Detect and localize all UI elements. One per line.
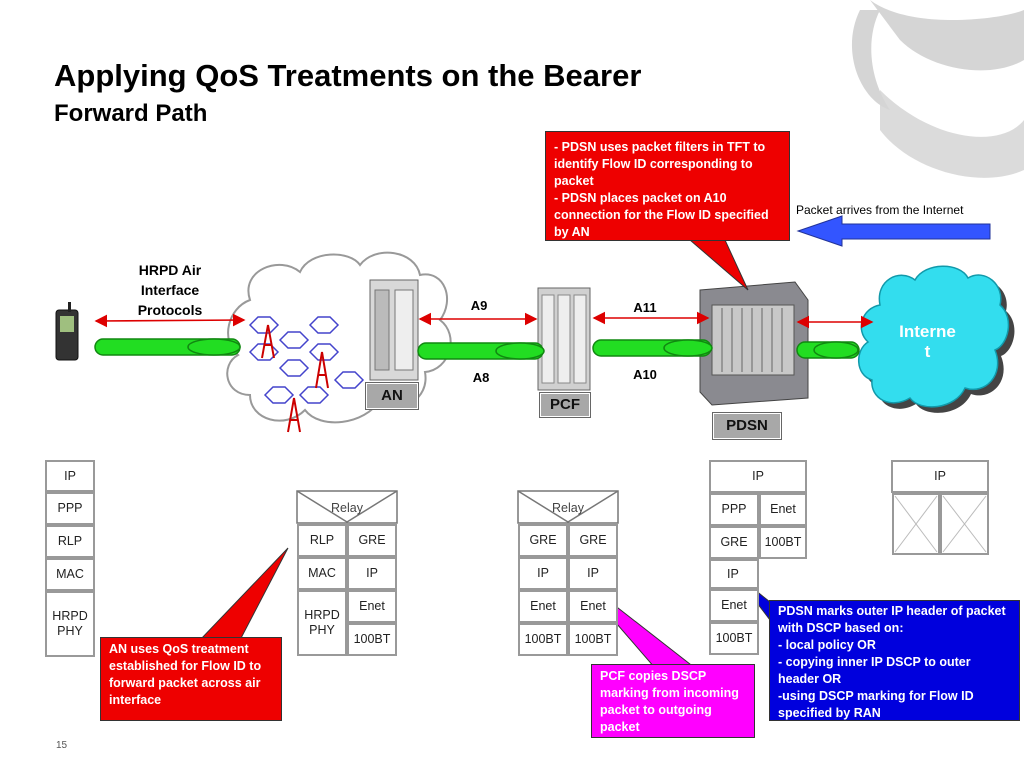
pdsn-callout-pointer: [688, 239, 749, 291]
internet-arrow: [796, 215, 991, 247]
pdsn-stack-100bt-right: 100BT: [759, 526, 807, 559]
callout-text: AN uses QoS treatment established for Fl…: [109, 642, 262, 707]
mobile-stack-ip: IP: [45, 460, 95, 492]
a11-label: A11: [633, 300, 657, 315]
pdsn-stack-ppp: PPP: [709, 493, 759, 526]
page-number: 15: [56, 740, 68, 751]
an-stack-mac: MAC: [297, 557, 347, 590]
pcf-stack-enet-right: Enet: [568, 590, 618, 623]
a10-label: A10: [633, 367, 657, 382]
internet-label: Interne t: [899, 322, 956, 361]
hrpd-air-label: HRPD Air Interface Protocols: [137, 262, 203, 318]
callout-line: - PDSN uses packet filters in TFT to ide…: [554, 140, 766, 188]
an-callout-pointer: [198, 547, 289, 641]
pdsn-stack-enet-right: Enet: [759, 493, 807, 526]
an-stack-phy: HRPD PHY: [297, 590, 347, 656]
an-stack-gre: GRE: [347, 524, 397, 557]
tower-icon: [261, 324, 329, 433]
an-node-label: AN: [365, 382, 419, 410]
packet-arrives-label: Packet arrives from the Internet: [796, 203, 964, 217]
internet-stack-ip: IP: [891, 460, 989, 493]
callout-line: - local policy OR: [778, 638, 876, 652]
an-stack-rlp: RLP: [297, 524, 347, 557]
callout-line: PDSN marks outer IP header of packet wit…: [778, 604, 1006, 635]
pdsn-stack-enet: Enet: [709, 589, 759, 622]
slide-subtitle: Forward Path: [54, 100, 208, 127]
pdsn-marks-callout: PDSN marks outer IP header of packet wit…: [769, 600, 1020, 721]
pcf-equipment: [537, 287, 591, 391]
pdsn-stack-100bt: 100BT: [709, 622, 759, 655]
pcf-stack-gre-right: GRE: [568, 524, 618, 557]
callout-line: -using DSCP marking for Flow ID specifie…: [778, 689, 974, 720]
tunnels: [94, 338, 860, 360]
an-relay-label: Relay: [331, 501, 363, 515]
an-qos-callout: AN uses QoS treatment established for Fl…: [100, 637, 282, 721]
cell-grid: [248, 316, 365, 404]
mobile-phone-icon: [55, 302, 79, 361]
mobile-stack-ppp: PPP: [45, 492, 95, 525]
an-stack-enet: Enet: [347, 590, 397, 623]
pdsn-stack-gre: GRE: [709, 526, 759, 559]
pdsn-stack-ip-top: IP: [709, 460, 807, 493]
pcf-stack-ip-right: IP: [568, 557, 618, 590]
pdsn-stack-ip: IP: [709, 559, 759, 589]
an-equipment: [369, 279, 419, 381]
internet-cloud: [858, 265, 1010, 408]
pdsn-node-label: PDSN: [712, 412, 782, 440]
logo-swirl: [851, 0, 1024, 178]
internet-stack-x: [892, 493, 989, 555]
mobile-stack-phy: HRPD PHY: [45, 591, 95, 657]
mobile-stack-mac: MAC: [45, 558, 95, 591]
callout-text: PCF copies DSCP marking from incoming pa…: [600, 669, 739, 734]
pcf-stack-100bt-left: 100BT: [518, 623, 568, 656]
relay-shapes: [296, 490, 619, 524]
mobile-stack-rlp: RLP: [45, 525, 95, 558]
pdsn-equipment: [699, 281, 809, 406]
callout-line: - PDSN places packet on A10 connection f…: [554, 191, 769, 239]
pcf-relay-label: Relay: [552, 501, 584, 515]
pcf-stack-gre-left: GRE: [518, 524, 568, 557]
a9-label: A9: [470, 298, 488, 313]
slide-title: Applying QoS Treatments on the Bearer: [54, 58, 642, 93]
pcf-stack-enet-left: Enet: [518, 590, 568, 623]
an-stack-ip: IP: [347, 557, 397, 590]
pcf-node-label: PCF: [539, 392, 591, 418]
pdsn-filter-callout: - PDSN uses packet filters in TFT to ide…: [545, 131, 790, 241]
an-stack-100bt: 100BT: [347, 623, 397, 656]
pcf-stack-ip-left: IP: [518, 557, 568, 590]
pcf-dscp-callout: PCF copies DSCP marking from incoming pa…: [591, 664, 755, 738]
a8-label: A8: [472, 370, 490, 385]
pcf-stack-100bt-right: 100BT: [568, 623, 618, 656]
callout-line: - copying inner IP DSCP to outer header …: [778, 655, 971, 686]
red-arrows: [94, 311, 874, 329]
